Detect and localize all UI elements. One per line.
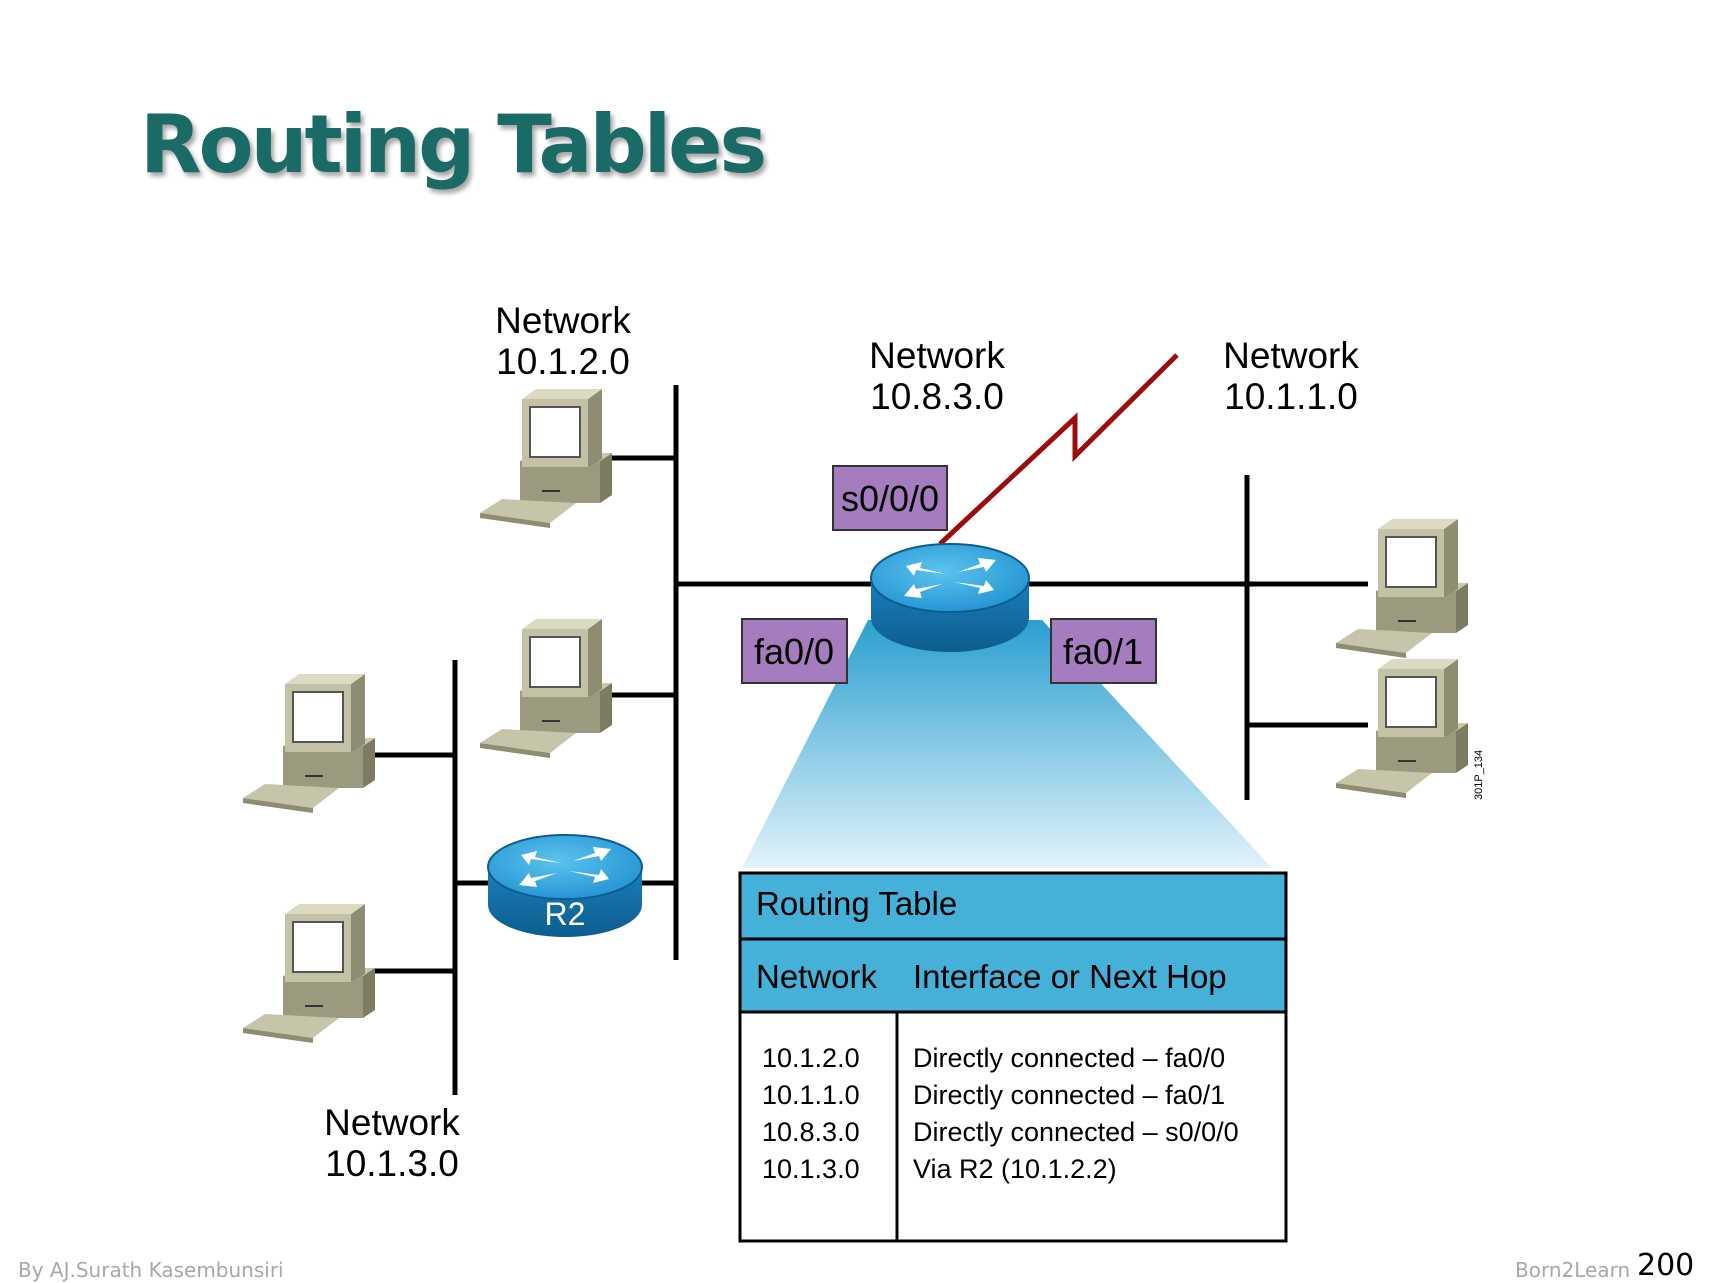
slide-title: Routing Tables [140,98,767,191]
serial-link [938,353,1179,546]
svg-text:Network: Network [1223,335,1359,376]
network-label-10-8-3-0: Network 10.8.3.0 [869,335,1005,417]
footer-brand: Born2Learn [1515,1258,1631,1282]
row-network: 10.1.2.0 [762,1043,860,1073]
pc-icon [242,673,376,814]
pc-icon [1335,658,1469,799]
interface-fa0-0: fa0/0 [741,618,848,684]
pc-icon [242,903,376,1044]
routing-table: Routing Table Network Interface or Next … [738,871,1288,1243]
interface-s0-0-0: s0/0/0 [832,465,948,531]
svg-text:10.1.1.0: 10.1.1.0 [1224,376,1358,417]
interface-fa0-1: fa0/1 [1050,618,1157,684]
table-row: 10.1.1.0 Directly connected – fa0/1 [762,1080,1225,1110]
interface-label: s0/0/0 [841,478,939,519]
interface-label: fa0/0 [754,631,834,672]
table-row: 10.1.3.0 Via R2 (10.1.2.2) [762,1154,1117,1184]
network-label-10-1-1-0: Network 10.1.1.0 [1223,335,1359,417]
r2-label: R2 [545,896,586,932]
svg-text:10.1.3.0: 10.1.3.0 [325,1143,459,1184]
routing-table-title: Routing Table [756,885,957,922]
pc-icon [479,388,613,529]
row-network: 10.1.1.0 [762,1080,860,1110]
network-label-10-1-2-0: Network 10.1.2.0 [495,300,631,382]
figure-code: 301P_134 [1473,750,1485,800]
svg-text:Network: Network [869,335,1005,376]
svg-text:10.1.2.0: 10.1.2.0 [496,341,630,382]
row-network: 10.1.3.0 [762,1154,860,1184]
row-network: 10.8.3.0 [762,1117,860,1147]
row-hop: Directly connected – fa0/1 [913,1080,1225,1110]
network-label-10-1-3-0: Network 10.1.3.0 [324,1102,460,1184]
column-header: Network [756,958,878,995]
zoom-beam [742,620,1272,868]
page-number: 200 [1637,1248,1695,1283]
svg-text:Network: Network [324,1102,460,1143]
pc-icon [1335,518,1469,659]
table-row: 10.1.2.0 Directly connected – fa0/0 [762,1043,1225,1073]
main-router-icon [870,543,1030,652]
pc-icon [479,618,613,759]
svg-text:Network: Network [495,300,631,341]
svg-text:10.8.3.0: 10.8.3.0 [870,376,1004,417]
row-hop: Directly connected – fa0/0 [913,1043,1225,1073]
column-header: Interface or Next Hop [913,958,1227,995]
row-hop: Directly connected – s0/0/0 [913,1117,1239,1147]
interface-label: fa0/1 [1063,631,1143,672]
table-row: 10.8.3.0 Directly connected – s0/0/0 [762,1117,1239,1147]
network-wiring [360,385,1368,1095]
row-hop: Via R2 (10.1.2.2) [913,1154,1117,1184]
footer-author: By AJ.Surath Kasembunsiri [18,1258,284,1282]
r2-router-icon: R2 [487,834,643,937]
